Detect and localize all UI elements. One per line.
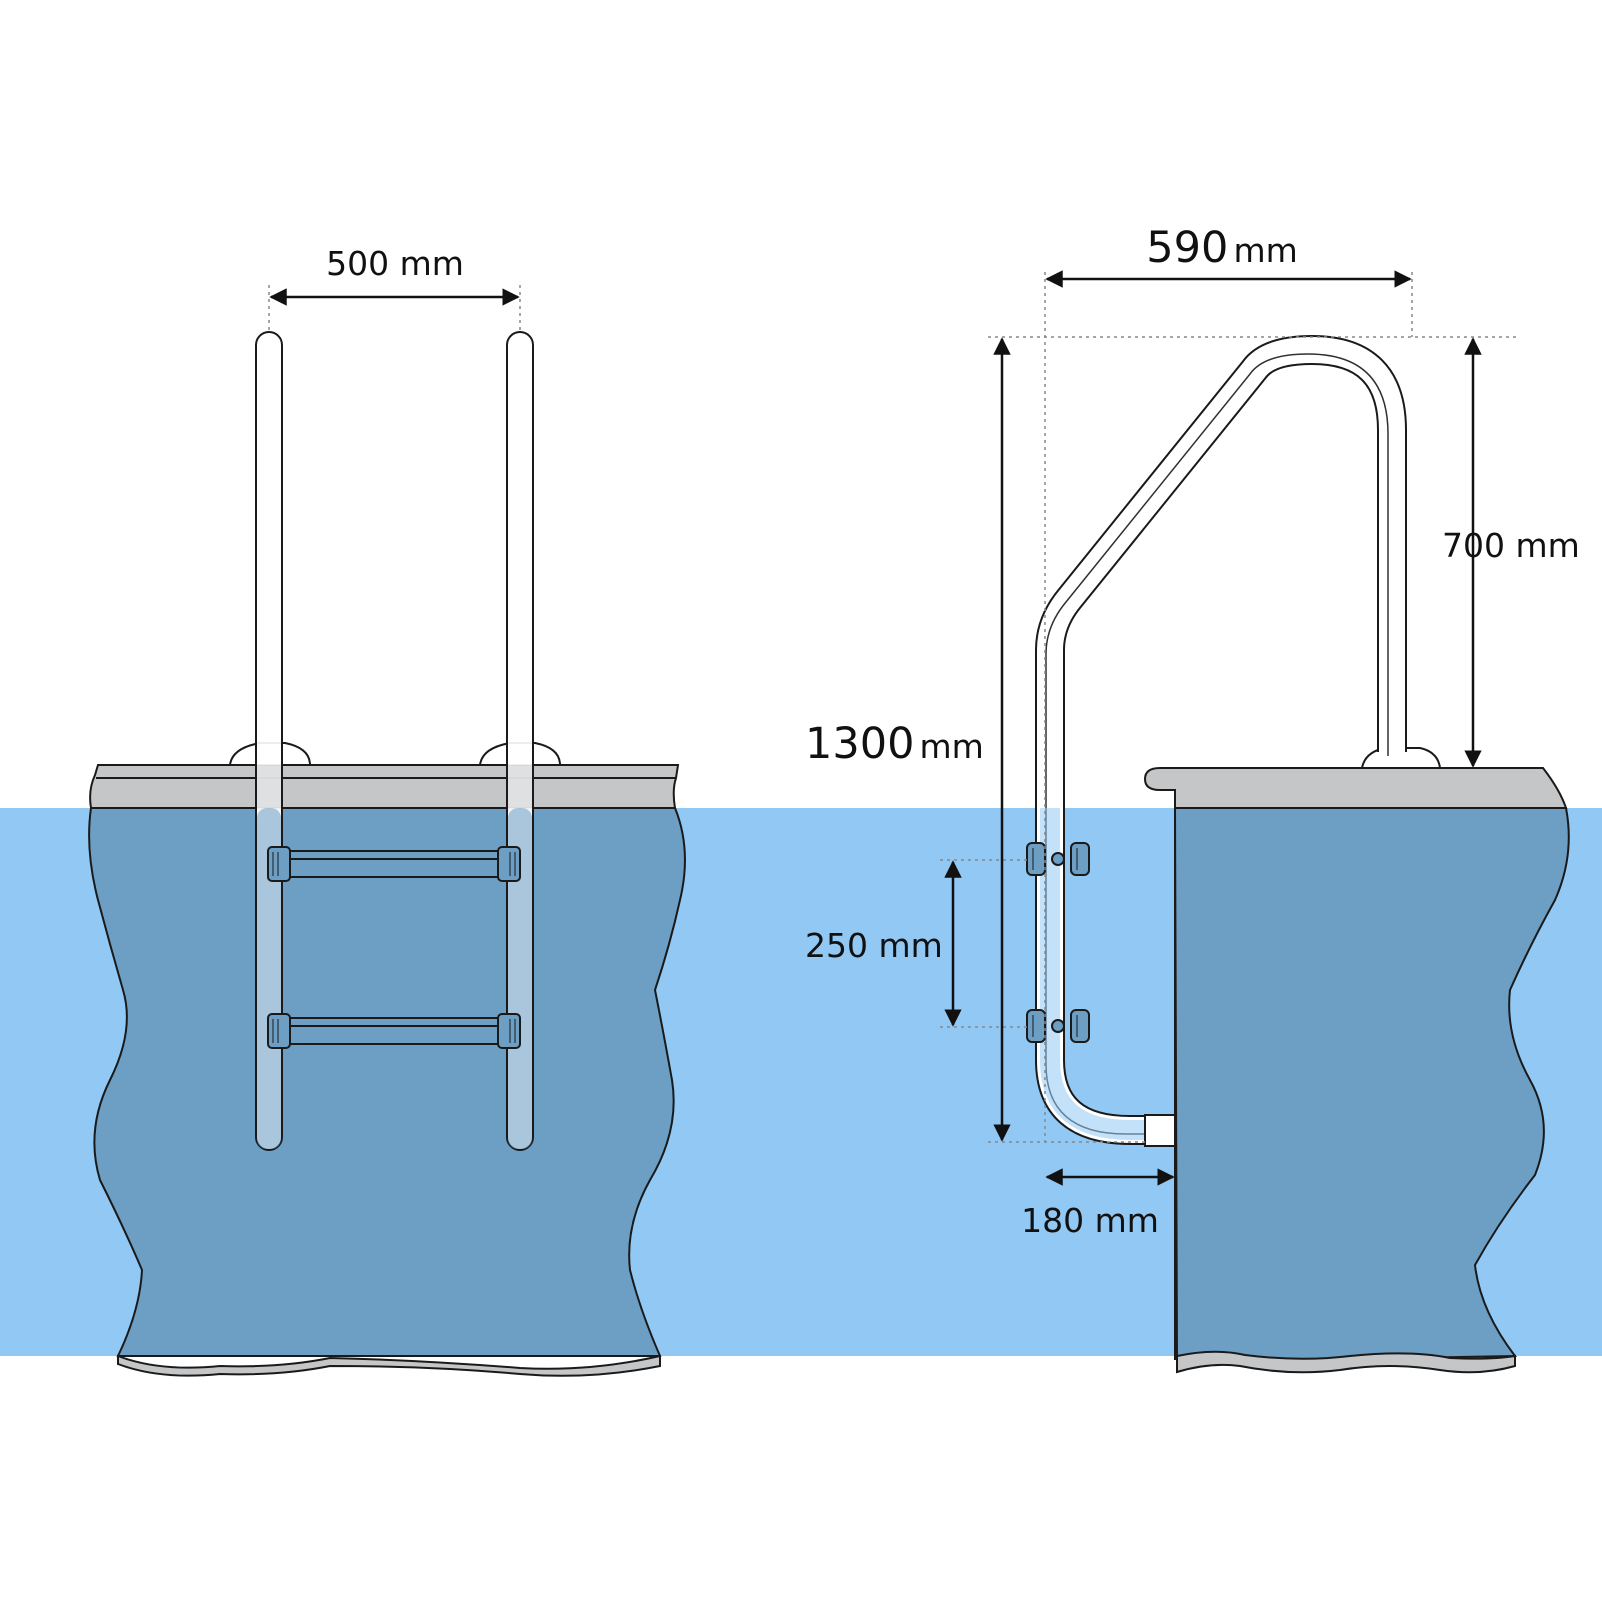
- front-width-label: 500 mm: [326, 244, 464, 283]
- side-width-label: 590 mm: [1146, 223, 1297, 273]
- side-pool-wall: [1173, 807, 1570, 1364]
- side-wall-distance-label: 180 mm: [1021, 1201, 1159, 1240]
- side-anchor: [1360, 747, 1442, 769]
- front-step-2: [267, 1013, 521, 1049]
- side-handrail-height-label: 700 mm: [1442, 526, 1580, 565]
- side-step-1: [1026, 842, 1090, 876]
- side-pool-floor: [1176, 1350, 1516, 1374]
- side-step-2: [1026, 1009, 1090, 1043]
- front-step-1: [267, 846, 521, 882]
- front-pool-floor: [117, 1354, 661, 1377]
- side-view: 590 mm 1300 mm 700 mm 250 mm 180 mm: [805, 223, 1580, 1374]
- side-pool-deck: [1143, 767, 1568, 809]
- front-pool-wall: [88, 807, 686, 1357]
- side-step-spacing-label: 250 mm: [805, 926, 943, 965]
- side-total-height-label: 1300 mm: [805, 719, 984, 769]
- front-pool-deck: [89, 764, 680, 809]
- side-wall-bracket: [1144, 1114, 1176, 1147]
